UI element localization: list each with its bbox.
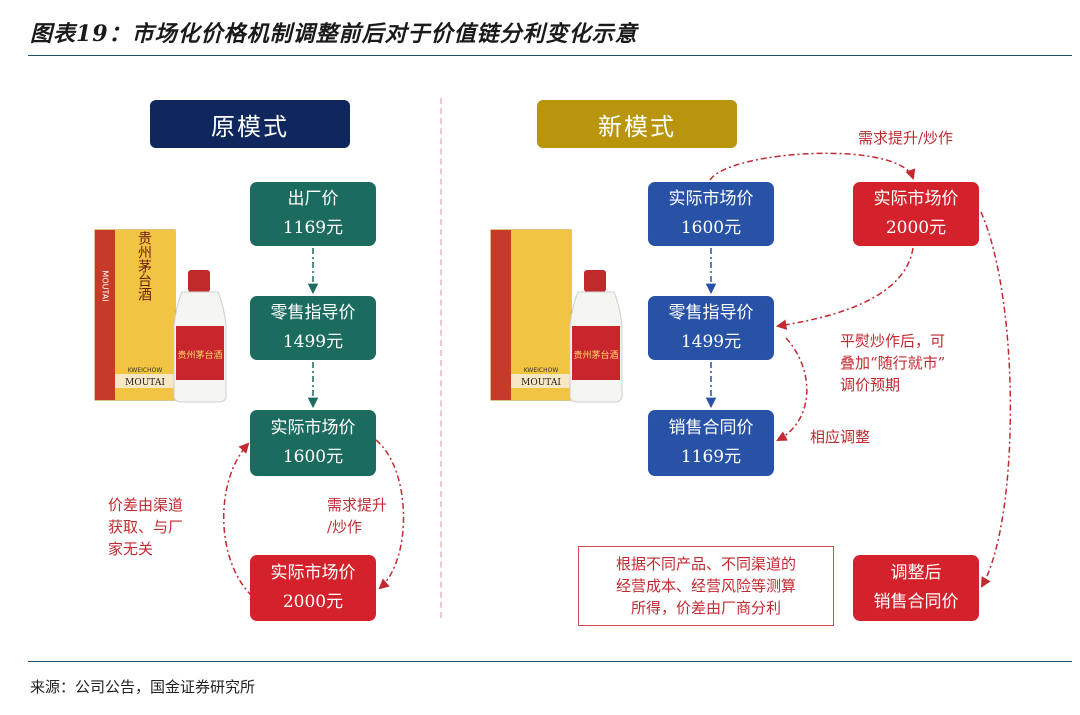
old-model-header: 原模式 <box>150 100 350 148</box>
box-value: 1169元 <box>680 447 742 467</box>
box-kweichow-text: KWEICHOW <box>524 367 559 374</box>
bottle-cap <box>188 270 210 292</box>
box-label: 出厂价 <box>287 189 339 209</box>
top-rule <box>28 55 1072 56</box>
box-label: 零售指导价 <box>270 303 356 323</box>
note-line: 平熨炒作后，可 <box>840 332 946 350</box>
note-line: 获取、与厂 <box>108 518 184 536</box>
box-label: 实际市场价 <box>668 189 754 209</box>
gift-box-side <box>95 230 115 400</box>
bottle-label-text: 贵州茅台酒 <box>573 349 618 361</box>
old-factory-price-box: 出厂价 1169元 <box>250 182 376 246</box>
new-note-adjust: 相应调整 <box>810 428 871 446</box>
box-value: 1600元 <box>680 218 742 238</box>
box-value: 1499元 <box>680 332 742 352</box>
box-label-band <box>115 374 175 388</box>
source-note: 来源：公司公告，国金证券研究所 <box>30 678 256 696</box>
box-label-band <box>511 374 571 388</box>
new-adjusted-contract-price-box: 调整后 销售合同价 <box>853 555 979 621</box>
gift-box-side <box>491 230 511 400</box>
note-line: 叠加“随行就市” <box>840 354 946 372</box>
note-line: 价差由渠道 <box>108 496 184 514</box>
bottle-label <box>176 326 224 380</box>
note-line: 根据不同产品、不同渠道的 <box>615 555 796 573</box>
box-moutai-text: MOUTAI <box>521 378 561 388</box>
box-value: 销售合同价 <box>873 592 959 612</box>
new-contract-price-box: 销售合同价 1169元 <box>648 410 774 476</box>
note-line: /炒作 <box>327 518 363 536</box>
box-moutai-text: MOUTAI <box>125 378 165 388</box>
bottle-label <box>572 326 620 380</box>
box-label: 调整后 <box>890 563 942 583</box>
box-value: 1169元 <box>282 218 344 238</box>
new-note-box: 根据不同产品、不同渠道的 经营成本、经营风险等测算 所得，价差由厂商分利 <box>578 546 834 626</box>
box-value: 2000元 <box>885 218 947 238</box>
old-market-price-high-box: 实际市场价 2000元 <box>250 555 376 621</box>
arrow-new-to-guide <box>775 247 914 330</box>
bottle-label-text: 贵州茅台酒 <box>177 349 222 361</box>
box-calligraphy: 贵州茅台酒 <box>136 231 152 301</box>
arrow-old-down <box>375 439 405 590</box>
box-label: 实际市场价 <box>270 418 356 438</box>
box-value: 2000元 <box>282 592 344 612</box>
arrow-new-adjust <box>776 337 808 442</box>
note-line: 需求提升 <box>327 496 388 514</box>
note-line: 调价预期 <box>840 376 901 394</box>
note-line: 经营成本、经营风险等测算 <box>615 577 796 595</box>
box-label: 实际市场价 <box>270 563 356 583</box>
box-label: 销售合同价 <box>668 418 754 438</box>
arrow-new-top <box>709 152 916 181</box>
note-line: 家无关 <box>108 540 154 558</box>
new-retail-guide-price-box: 零售指导价 1499元 <box>648 296 774 360</box>
note-line: 所得，价差由厂商分利 <box>630 599 781 617</box>
moutai-product-left: 贵州茅台酒 MOUTAI KWEICHOW MOUTAI 贵州茅台酒 <box>94 229 227 403</box>
old-note-left: 价差由渠道 获取、与厂 家无关 <box>108 494 183 560</box>
box-kweichow-text: KWEICHOW <box>128 367 163 374</box>
old-note-right: 需求提升 /炒作 <box>327 494 387 538</box>
bottle-cap <box>584 270 606 292</box>
new-market-price-box: 实际市场价 1600元 <box>648 182 774 246</box>
box-label: 零售指导价 <box>668 303 754 323</box>
new-model-header: 新模式 <box>537 100 737 148</box>
old-market-price-box: 实际市场价 1600元 <box>250 410 376 476</box>
box-value: 1499元 <box>282 332 344 352</box>
old-retail-guide-price-box: 零售指导价 1499元 <box>250 296 376 360</box>
new-note-mid: 平熨炒作后，可 叠加“随行就市” 调价预期 <box>840 330 945 396</box>
center-divider <box>440 98 442 618</box>
bottom-rule <box>28 661 1072 662</box>
arrow-old-up <box>223 442 253 597</box>
moutai-product-right: MOUTAI KWEICHOW 贵州茅台酒 <box>490 229 623 403</box>
new-note-top: 需求提升/炒作 <box>858 129 954 147</box>
gift-box-front <box>511 230 571 400</box>
figure-title: 图表19：市场化价格机制调整前后对于价值链分利变化示意 <box>30 21 638 47</box>
box-side-text: MOUTAI <box>101 270 110 301</box>
box-value: 1600元 <box>282 447 344 467</box>
gift-box-front <box>115 230 175 400</box>
box-label: 实际市场价 <box>873 189 959 209</box>
new-market-price-high-box: 实际市场价 2000元 <box>853 182 979 246</box>
arrow-new-right <box>980 211 1012 588</box>
